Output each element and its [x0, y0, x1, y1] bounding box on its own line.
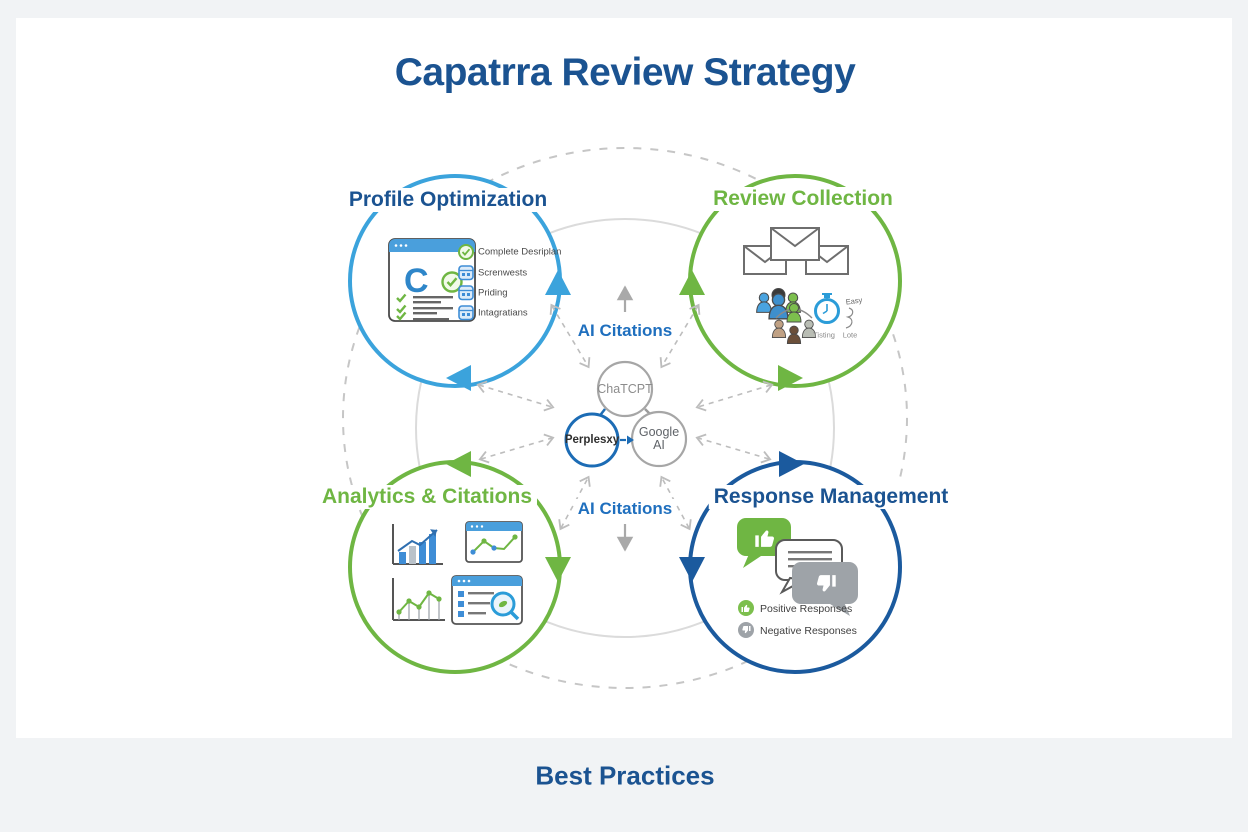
footer-title: Best Practices [535, 760, 715, 791]
ai-citations-top-label: AI Citations [573, 321, 677, 341]
outer-dashed-circle [342, 147, 908, 689]
positive-responses-label: Positive Responses [760, 603, 853, 615]
pricing-icon [458, 285, 474, 301]
people-circle-icon [771, 303, 817, 345]
checklist-item: Intagratians [478, 307, 528, 319]
browser-line-chart-icon [465, 521, 523, 563]
perplexity-node [564, 412, 620, 468]
bar-chart-icon [392, 524, 443, 565]
analytics-citations-title: Analytics & Citations [316, 485, 538, 509]
response-management-title: Response Management [708, 485, 954, 509]
integrations-icon [458, 305, 474, 321]
trend-line-icon [392, 578, 445, 621]
stopwatch-icon [814, 293, 854, 329]
google-ai-label-line2: AI [653, 438, 665, 452]
screenshots-icon [458, 265, 474, 281]
positive-legend-icon [738, 600, 754, 616]
review-collection-title: Review Collection [708, 187, 898, 211]
squiggle-line [845, 307, 854, 329]
chatgpt-node [596, 360, 654, 418]
perplexity-label: Perplesxy [564, 434, 620, 446]
inner-gray-circle [415, 218, 835, 638]
capterra-logo-letter: C [404, 262, 429, 300]
profile-optimization-title: Profile Optimization [343, 188, 553, 212]
checklist-item: Priding [478, 287, 508, 299]
hub-circles [564, 360, 688, 468]
search-report-icon [451, 575, 523, 625]
review-collection-circle [679, 174, 902, 391]
checklist-item: Screnwests [478, 267, 528, 279]
hub-dashed-arrows [476, 303, 774, 531]
profile-checklist-icons [458, 244, 474, 321]
google-ai-label-line1: Google [638, 425, 680, 439]
google-ai-label: Google AI [639, 426, 679, 452]
checklist-item: Complete Desriplan [478, 246, 562, 258]
negative-legend-icon [738, 622, 754, 638]
chatgpt-label: ChaTCPT [597, 382, 653, 396]
people-group-icon [756, 288, 801, 320]
negative-responses-label: Negative Responses [760, 625, 857, 637]
stopwatch-caption-left: Tisting [813, 330, 835, 340]
ai-citations-bottom-label: AI Citations [573, 499, 677, 519]
envelopes-icon [743, 227, 849, 275]
stopwatch-caption-right: Lote [842, 330, 858, 340]
thumbs-down-bubble-icon [792, 562, 858, 616]
page-title: Capatrra Review Strategy [394, 51, 856, 94]
capterra-browser-icon: C [388, 238, 476, 322]
